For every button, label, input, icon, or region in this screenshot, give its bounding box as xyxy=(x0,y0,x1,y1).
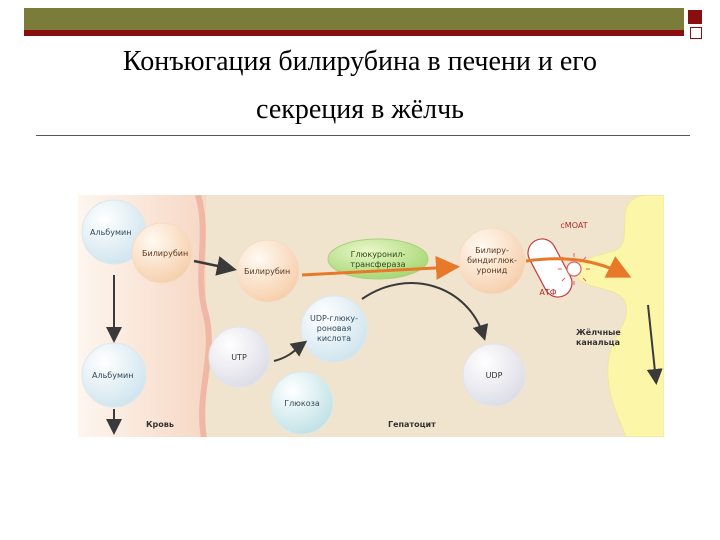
bilirubin-blood-circle xyxy=(131,222,193,284)
arrow-conjugation xyxy=(301,255,460,280)
albumin-top-label: Альбумин xyxy=(90,228,131,237)
udp-label: UDP xyxy=(486,371,503,380)
arrow-bile-flow xyxy=(646,304,663,385)
header-bar xyxy=(24,8,684,36)
enzyme-label-2: трансфераза xyxy=(350,260,405,269)
glucose-circle xyxy=(270,371,334,435)
albumin-bottom-circle xyxy=(81,342,147,408)
bilirubin-conjugation-diagram: Альбумин Билирубин Альбумин Билирубин Гл… xyxy=(78,195,664,437)
hepatocyte-label: Гепатоцит xyxy=(388,420,436,429)
canaliculi-label-1: Жёлчные xyxy=(576,328,621,337)
cmoat-transporter xyxy=(527,238,573,298)
title-divider xyxy=(36,135,690,136)
udpga-circle xyxy=(300,295,368,363)
bilirubin-cell-circle xyxy=(236,239,300,303)
enzyme-label-1: Глюкуронил- xyxy=(351,250,406,259)
atp-label: АТФ xyxy=(539,288,556,297)
blood-label: Кровь xyxy=(146,420,174,429)
header-square xyxy=(688,10,702,24)
header-square-outline xyxy=(690,27,702,39)
udpga-label-3: кислота xyxy=(317,334,351,343)
udp-circle xyxy=(462,343,526,407)
cmoat-core xyxy=(566,261,582,277)
albumin-bottom-label: Альбумин xyxy=(92,371,133,380)
udpga-label-1: UDP-глюку- xyxy=(310,314,358,323)
product-label-2: биндиглюк- xyxy=(467,256,517,265)
slide-title-line2: секреция в жёлчь xyxy=(256,94,464,125)
product-label-1: Билиру- xyxy=(475,246,509,255)
arrow-udpga-to-udp xyxy=(361,282,489,341)
utp-circle xyxy=(208,326,270,388)
bile-canaliculus xyxy=(574,195,664,437)
udpga-label-2: роновая xyxy=(317,324,352,333)
bilirubin-cell-label: Билирубин xyxy=(244,267,290,276)
arrow-secretion xyxy=(525,256,632,278)
glucose-label: Глюкоза xyxy=(284,399,320,408)
cmoat-label: cMOAT xyxy=(560,221,587,230)
slide-title-line1: Конъюгация билирубина в печени и его xyxy=(122,46,598,77)
arrow-utp-to-udpga xyxy=(273,340,308,362)
cell-membrane xyxy=(195,195,212,437)
canaliculi-label-2: канальца xyxy=(576,338,620,347)
utp-label: UTP xyxy=(231,353,247,362)
bilirubin-blood-label: Билирубин xyxy=(142,249,188,258)
arrow-bilirubin-uptake xyxy=(193,256,237,276)
product-label-3: уронид xyxy=(477,266,508,275)
